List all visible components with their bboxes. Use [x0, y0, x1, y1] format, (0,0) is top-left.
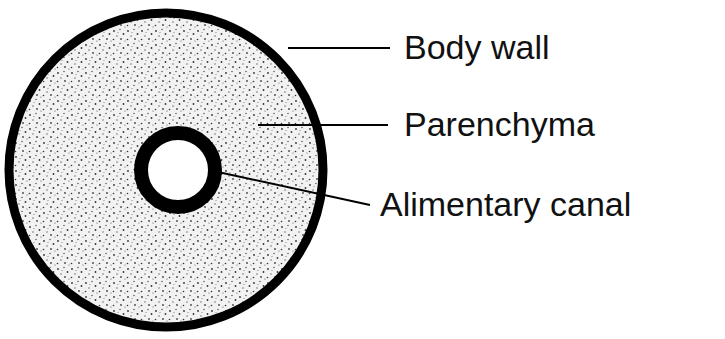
body-wall-outline	[9, 13, 323, 327]
part-label: Parenchyma	[404, 106, 595, 143]
part-label: Alimentary canal	[380, 186, 631, 223]
leader-line	[288, 47, 390, 49]
leader-line	[258, 124, 388, 126]
part-label: Body wall	[404, 29, 550, 66]
leader-line	[218, 172, 370, 205]
alimentary-canal-ring	[141, 133, 215, 207]
